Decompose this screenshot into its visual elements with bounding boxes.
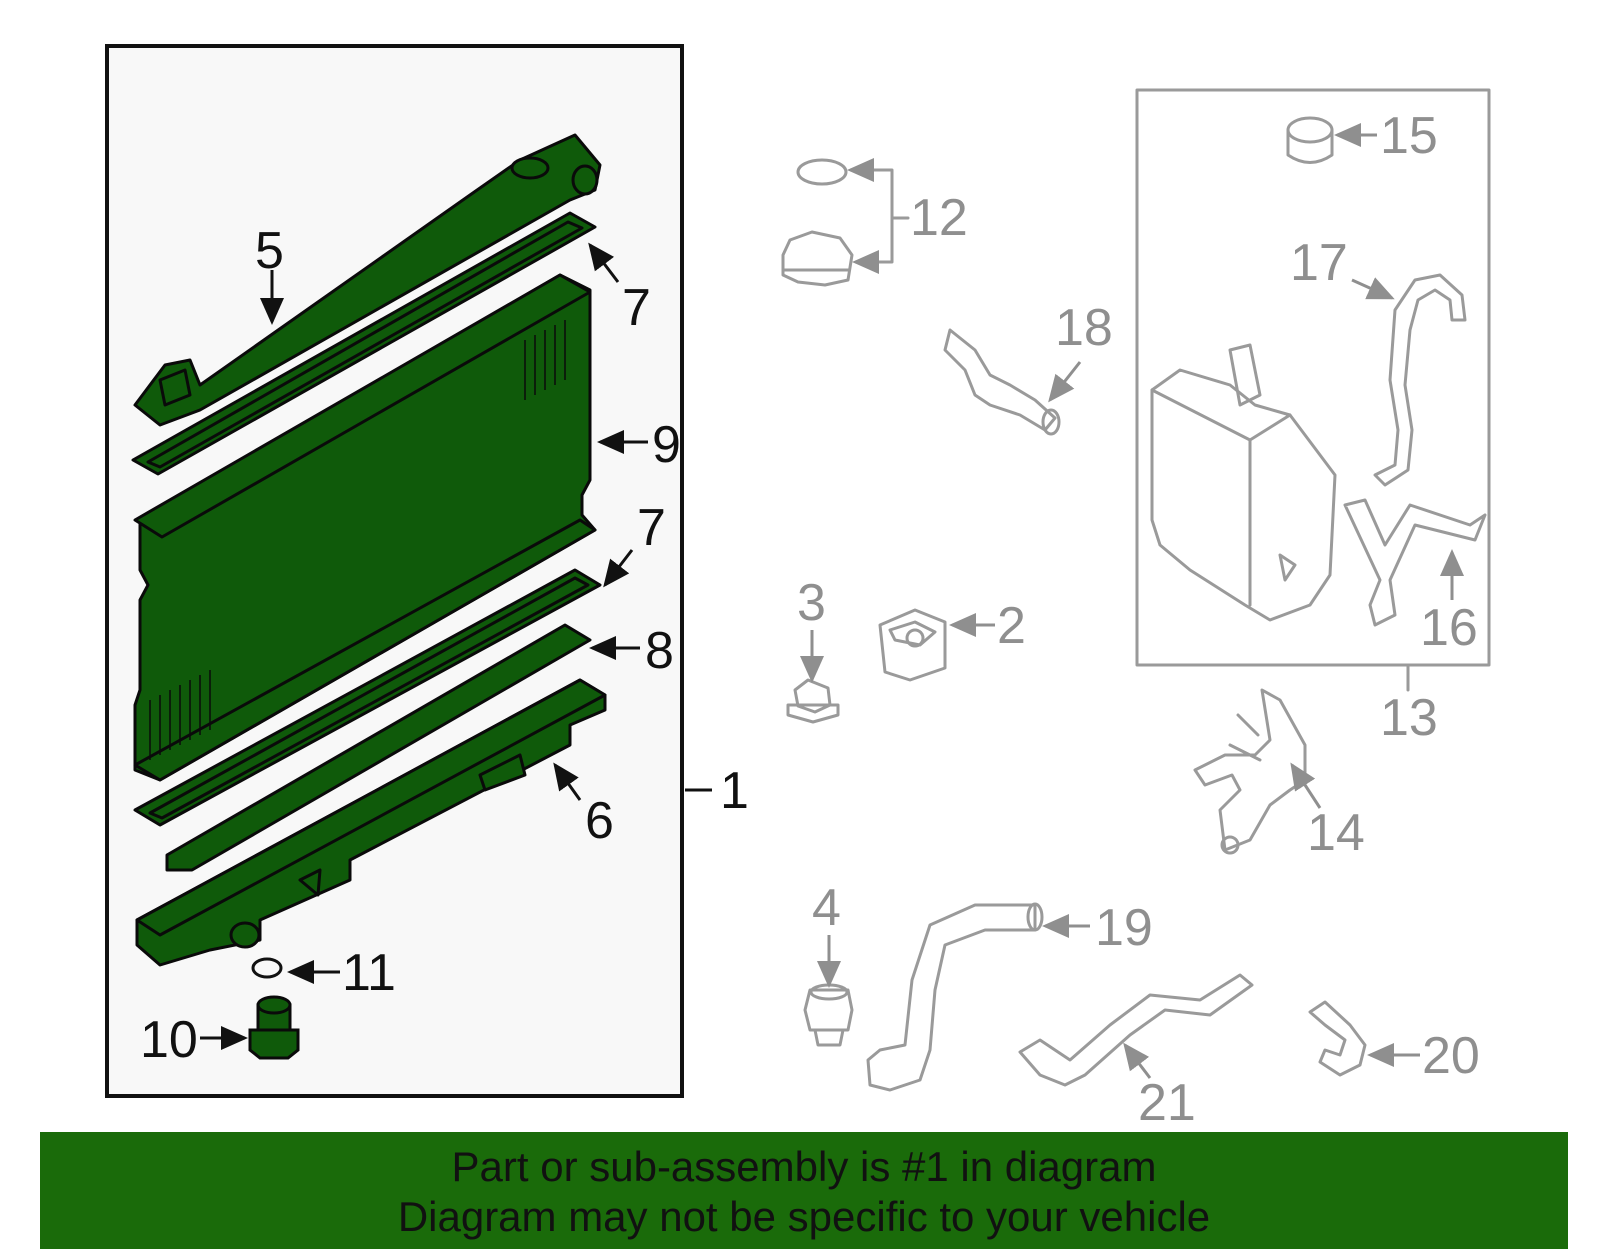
- callout-12: 12: [910, 189, 968, 247]
- callout-16: 16: [1420, 599, 1478, 657]
- leader-14: [1290, 762, 1322, 809]
- lower-strip[interactable]: [165, 623, 592, 872]
- o-ring-11[interactable]: [251, 957, 283, 979]
- hose-20[interactable]: [1308, 1000, 1367, 1077]
- banner-line-1: Part or sub-assembly is #1 in diagram: [451, 1143, 1157, 1190]
- callout-5: 5: [255, 222, 284, 280]
- callout-1: 1: [720, 762, 749, 820]
- cap-seal-12[interactable]: [796, 158, 848, 186]
- radiator-cap[interactable]: [781, 230, 854, 287]
- reservoir-box: [1135, 88, 1491, 667]
- hose-16[interactable]: [1343, 498, 1487, 627]
- callout-7-upper: 7: [622, 279, 651, 337]
- bracket-14[interactable]: [1193, 688, 1307, 855]
- leader-6: [553, 762, 582, 801]
- bracket-12: [853, 168, 910, 264]
- clip-2[interactable]: [878, 608, 947, 682]
- hose-21[interactable]: [1018, 973, 1254, 1087]
- lower-tank[interactable]: [135, 678, 607, 967]
- callout-6: 6: [585, 792, 614, 850]
- hose-18[interactable]: [943, 328, 1057, 432]
- callout-17: 17: [1290, 234, 1348, 292]
- upper-seal[interactable]: [131, 211, 597, 476]
- hose-17[interactable]: [1373, 273, 1467, 487]
- radiator-core[interactable]: [133, 273, 597, 782]
- hose-19[interactable]: [866, 903, 1037, 1092]
- bushing-4[interactable]: [803, 983, 854, 1047]
- leader-7b: [603, 549, 634, 588]
- callout-10: 10: [140, 1011, 198, 1069]
- callout-3: 3: [797, 574, 826, 632]
- upper-tank[interactable]: [133, 133, 602, 427]
- callout-15: 15: [1380, 107, 1438, 165]
- callout-7-lower: 7: [637, 499, 666, 557]
- grommet-3[interactable]: [786, 678, 840, 724]
- callout-19: 19: [1095, 899, 1153, 957]
- callout-9: 9: [652, 416, 681, 474]
- drain-plug[interactable]: [248, 995, 300, 1060]
- lower-seal[interactable]: [133, 568, 602, 827]
- leader-18: [1048, 361, 1082, 403]
- leader-17: [1351, 277, 1395, 300]
- info-banner: Part or sub-assembly is #1 in diagram Di…: [40, 1132, 1568, 1249]
- callout-4: 4: [812, 879, 841, 937]
- callout-13: 13: [1380, 689, 1438, 747]
- reservoir-tank[interactable]: [1150, 343, 1337, 622]
- banner-line-2: Diagram may not be specific to your vehi…: [397, 1193, 1211, 1240]
- reservoir-cap-15[interactable]: [1286, 116, 1334, 164]
- callout-2: 2: [997, 597, 1026, 655]
- callout-18: 18: [1055, 299, 1113, 357]
- callout-11: 11: [342, 944, 396, 1002]
- callout-20: 20: [1422, 1027, 1480, 1085]
- callout-21: 21: [1138, 1074, 1196, 1132]
- leader-21: [1123, 1042, 1152, 1079]
- callout-14: 14: [1307, 804, 1365, 862]
- callout-8: 8: [645, 622, 674, 680]
- leader-7a: [588, 242, 620, 283]
